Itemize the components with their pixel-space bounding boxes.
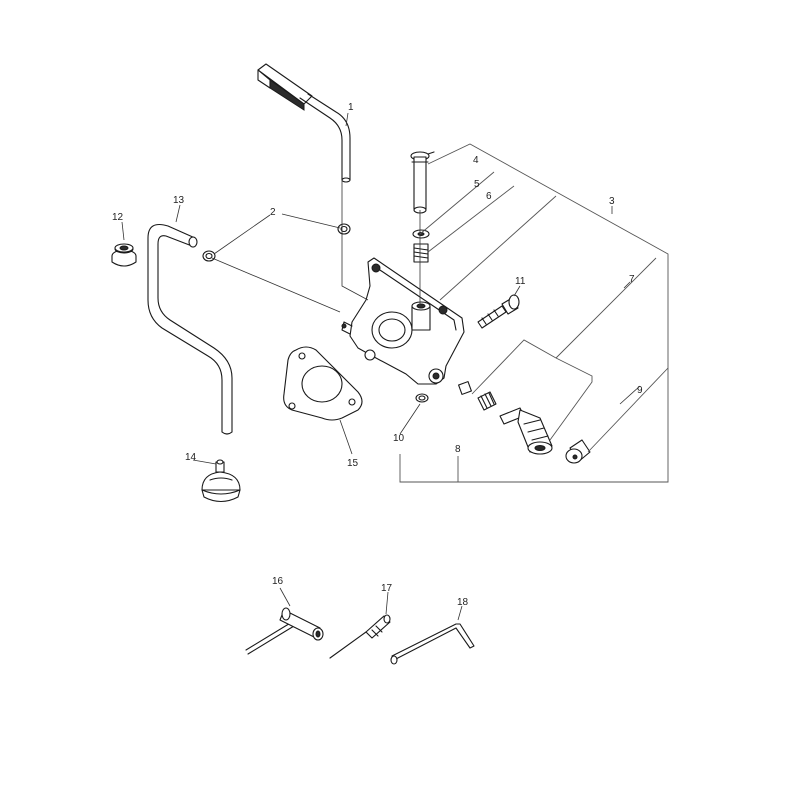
callout-5: 5 — [474, 179, 480, 190]
callout-15: 15 — [347, 458, 359, 469]
part-8-spring[interactable] — [458, 381, 497, 411]
callout-2: 2 — [270, 207, 276, 218]
part-14-strainer[interactable] — [201, 459, 241, 503]
part-11-bolt[interactable] — [477, 294, 520, 329]
callout-10: 10 — [393, 433, 405, 444]
callout-leaders — [121, 112, 641, 621]
callout-12: 12 — [112, 212, 124, 223]
callout-9: 9 — [637, 385, 643, 396]
oil-pump-body[interactable] — [341, 257, 465, 385]
part-6-spring[interactable] — [413, 243, 429, 263]
callout-18: 18 — [457, 597, 469, 608]
part-7-worm-shaft[interactable] — [499, 407, 553, 455]
part-13-suction-hose[interactable] — [147, 223, 233, 435]
part-15-gasket[interactable] — [283, 346, 363, 421]
part-2-o-ring[interactable] — [202, 223, 351, 262]
callout-3: 3 — [609, 196, 615, 207]
callout-7: 7 — [629, 274, 635, 285]
callout-4: 4 — [473, 155, 479, 166]
callout-6: 6 — [486, 191, 492, 202]
part-16-spanner[interactable] — [245, 607, 324, 655]
callout-13: 13 — [173, 195, 185, 206]
part-5-washer[interactable] — [412, 229, 430, 239]
part-1-oil-hose[interactable] — [257, 63, 351, 183]
part-18-hex-key[interactable] — [390, 623, 475, 665]
part-17-screwdriver[interactable] — [329, 614, 391, 659]
callout-14: 14 — [185, 452, 197, 463]
assembly-brackets — [399, 143, 669, 483]
callout-labels: 1 2 3 4 5 6 7 8 9 10 11 12 13 14 15 16 1… — [112, 102, 643, 608]
callout-8: 8 — [455, 444, 461, 455]
part-9-cap[interactable] — [565, 439, 591, 464]
callout-16: 16 — [272, 576, 284, 587]
callout-17: 17 — [381, 583, 393, 594]
part-4-pin[interactable] — [410, 151, 435, 214]
leader-lines — [211, 180, 421, 313]
callout-1: 1 — [348, 102, 354, 113]
callout-11: 11 — [515, 276, 526, 287]
part-12-grommet[interactable] — [111, 243, 137, 267]
part-10-o-ring[interactable] — [415, 393, 429, 403]
